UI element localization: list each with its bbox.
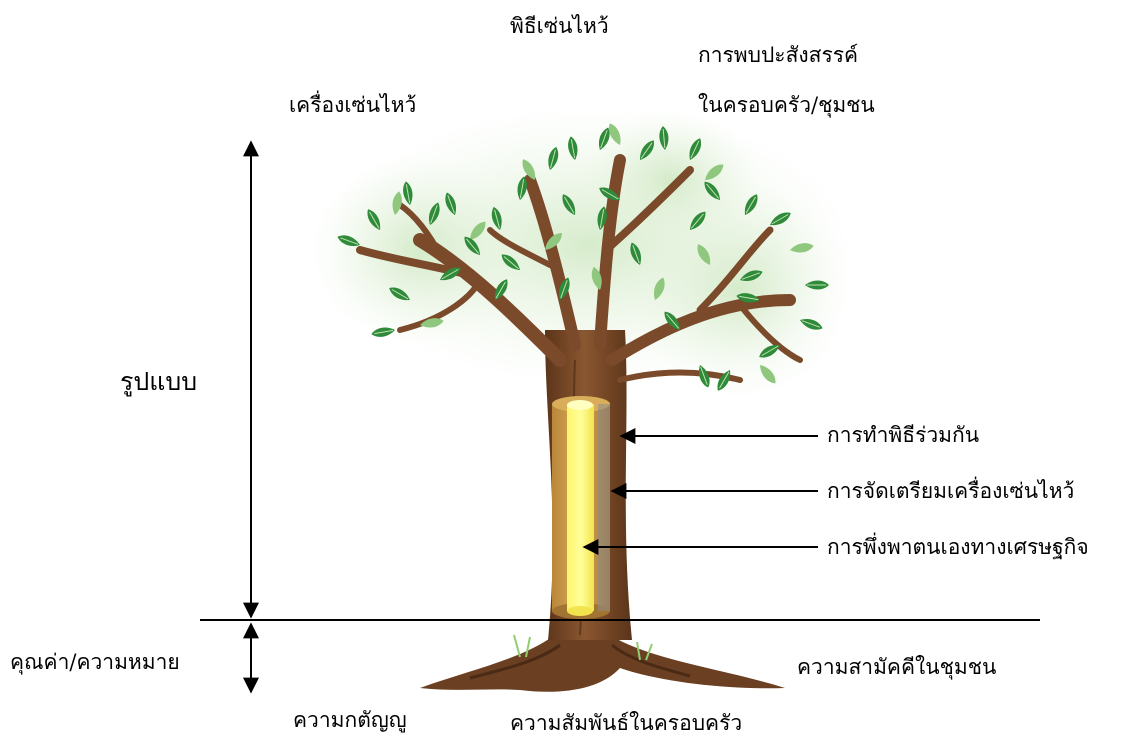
label-reunion-line1: การพบปะสังสรรค์: [698, 43, 859, 67]
label-form: รูปแบบ: [120, 367, 198, 396]
label-gratitude: ความกตัญญู: [293, 708, 407, 732]
label-joint-ceremony: การทำพิธีร่วมกัน: [827, 423, 980, 447]
pillar-cylinder: [552, 396, 610, 619]
label-preparing-offerings: การจัดเตรียมเครื่องเซ่นไหว้: [827, 479, 1075, 503]
label-offerings: เครื่องเซ่นไหว้: [289, 93, 417, 117]
label-self-reliance: การพึ่งพาตนเองทางเศรษฐกิจ: [827, 535, 1089, 559]
label-ritual: พิธีเซ่นไหว้: [510, 14, 609, 38]
label-reunion-line2: ในครอบครัว/ชุมชน: [698, 93, 875, 117]
label-community-unity: ความสามัคคีในชุมชน: [797, 655, 997, 679]
label-value-meaning: คุณค่า/ความหมาย: [10, 650, 180, 674]
label-family-relations: ความสัมพันธ์ในครอบครัว: [510, 711, 743, 735]
